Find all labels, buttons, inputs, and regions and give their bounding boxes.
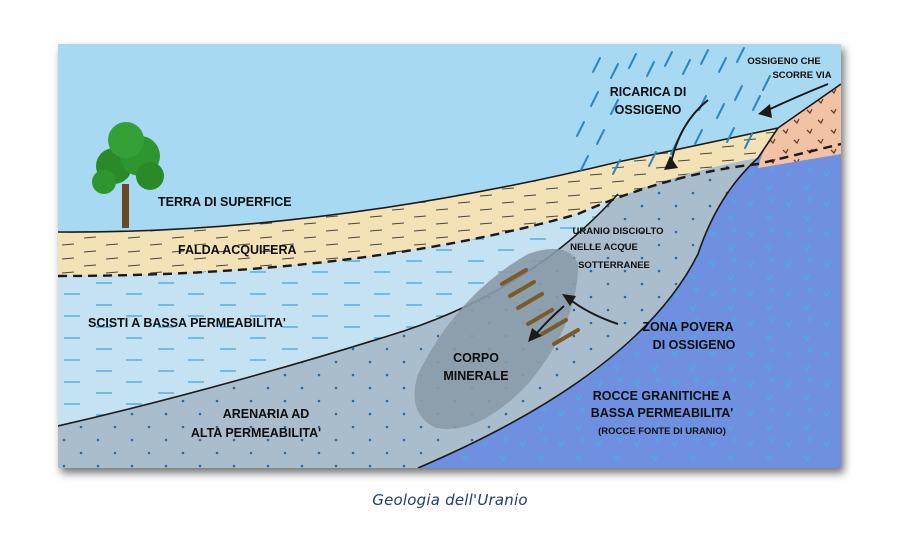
ore-streaks <box>500 268 580 346</box>
label-ground-surface: TERRA DI SUPERFICE <box>158 195 292 209</box>
diagram-frame: TERRA DI SUPERFICE FALDA ACQUIFERA SCIST… <box>58 44 841 468</box>
tree-icon <box>92 122 164 228</box>
label-sandstone: ARENARIA AD <box>223 407 310 421</box>
figure-caption: Geologia dell'Uranio <box>372 491 528 509</box>
label-shale: SCISTI A BASSA PERMEABILITA' <box>88 316 286 330</box>
label-oxygen-recharge: OSSIGENO <box>615 103 682 117</box>
label-dissolved-uranium: NELLE ACQUE <box>570 242 638 253</box>
label-oxygen-recharge: RICARICA DI <box>610 85 687 99</box>
rain-icon <box>576 47 771 175</box>
geology-diagram: TERRA DI SUPERFICE FALDA ACQUIFERA SCIST… <box>58 44 841 468</box>
label-oxygen-runoff: SCORRE VIA <box>772 70 831 81</box>
label-oxygen-runoff: OSSIGENO CHE <box>747 56 820 67</box>
label-low-oxygen: ZONA POVERA <box>642 320 733 334</box>
label-ore-body: CORPO <box>453 351 499 365</box>
label-aquifer: FALDA ACQUIFERA <box>178 243 297 257</box>
label-ore-body: MINERALE <box>443 369 508 383</box>
label-low-oxygen: DI OSSIGENO <box>653 338 736 352</box>
label-sandstone: ALTA PERMEABILITA' <box>191 426 321 440</box>
label-granite: BASSA PERMEABILITA' <box>591 406 734 420</box>
label-granite: ROCCE GRANITICHE A <box>593 389 731 403</box>
label-dissolved-uranium: URANIO DISCIOLTO <box>573 226 664 237</box>
label-granite: (ROCCE FONTE DI URANIO) <box>598 426 726 437</box>
label-dissolved-uranium: SOTTERRANEE <box>578 260 650 271</box>
ore-body <box>414 248 578 430</box>
